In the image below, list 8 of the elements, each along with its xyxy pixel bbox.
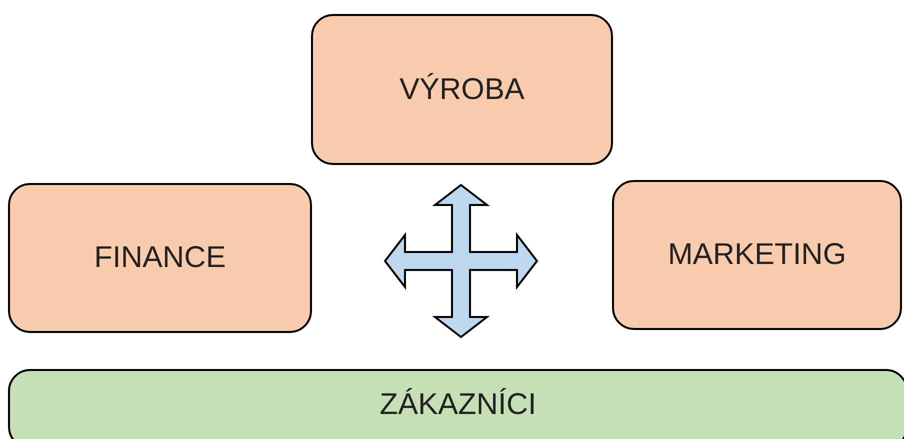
node-label: ZÁKAZNÍCI [380,388,536,422]
process-box [612,180,902,330]
node-label: VÝROBA [399,72,525,106]
band-box [8,369,904,439]
node-label: MARKETING [668,238,846,272]
node-label: FINANCE [94,241,226,275]
process-box [311,14,613,165]
process-box [8,183,312,333]
